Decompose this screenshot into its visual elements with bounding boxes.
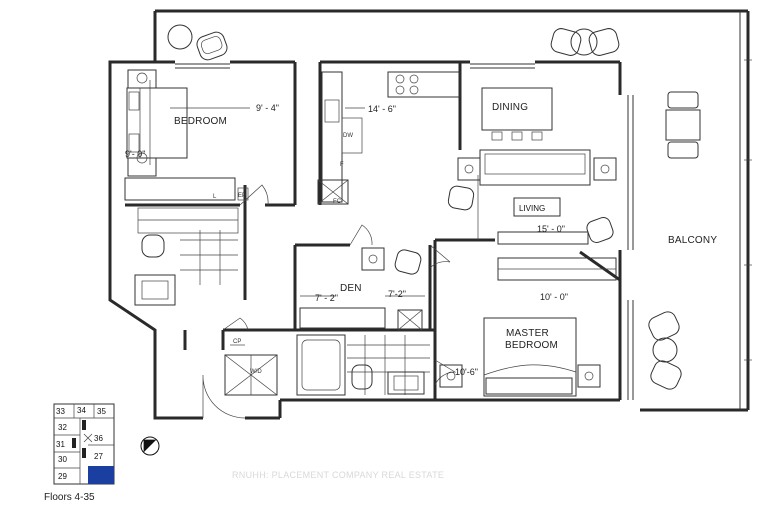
den-furniture (299, 247, 425, 331)
key-unit-29: 29 (58, 472, 67, 481)
master-bedroom-furniture (439, 257, 617, 397)
balcony-area (153, 9, 752, 412)
dining-label: DINING (492, 102, 528, 113)
key-unit-34: 34 (77, 406, 86, 415)
windows (175, 63, 634, 400)
den-label: DEN (340, 283, 362, 294)
living-width-dim: 15' - 0" (537, 224, 565, 234)
wd-label: W/D (250, 369, 262, 375)
laundry (224, 344, 278, 396)
master-label-line2: BEDROOM (505, 340, 558, 351)
fc-label: FC (333, 199, 342, 205)
dining-table (481, 87, 553, 141)
balcony-furniture (167, 24, 701, 390)
kitchen-fixtures (317, 71, 461, 205)
cp-label: CP (233, 339, 241, 345)
fridge-label: F (340, 162, 344, 168)
bedroom-label: BEDROOM (174, 116, 227, 127)
key-unit-30: 30 (58, 455, 67, 464)
key-plan (53, 403, 115, 485)
ep-label: EP (238, 193, 246, 199)
dishwasher-label: DW (343, 133, 353, 139)
linen-label: L (213, 194, 217, 200)
key-unit-27: 27 (94, 452, 103, 461)
living-furniture (447, 149, 617, 245)
walls (108, 60, 622, 420)
watermark: RNUHH: PLACEMENT COMPANY REAL ESTATE (232, 470, 444, 480)
balcony-label: BALCONY (668, 235, 717, 246)
bedroom-width-dim: 9' - 4" (256, 103, 279, 113)
bedroom-depth-dim: 9'- 0" (125, 149, 145, 159)
master-width-dim: 10' - 0" (540, 292, 568, 302)
bedroom-furniture (124, 69, 249, 201)
key-unit-35: 35 (97, 407, 106, 416)
key-unit-33: 33 (56, 407, 65, 416)
floors-label: Floors 4-35 (44, 492, 95, 503)
living-label: LIVING (519, 204, 545, 213)
key-unit-32: 32 (58, 423, 67, 432)
kitchen-length-dim: 14' - 6" (368, 104, 396, 114)
master-depth-dim: 10'-6" (455, 367, 478, 377)
bathroom-upper (134, 207, 239, 306)
den-depth-dim: 7'-2" (388, 289, 406, 299)
den-width-dim: 7' - 2" (315, 293, 338, 303)
doors (202, 184, 457, 419)
north-arrow-icon (140, 436, 160, 456)
highlighted-unit (88, 466, 114, 484)
key-unit-36: 36 (94, 434, 103, 443)
bathroom-lower (296, 334, 430, 396)
key-unit-31: 31 (56, 440, 65, 449)
master-label-line1: MASTER (506, 328, 549, 339)
